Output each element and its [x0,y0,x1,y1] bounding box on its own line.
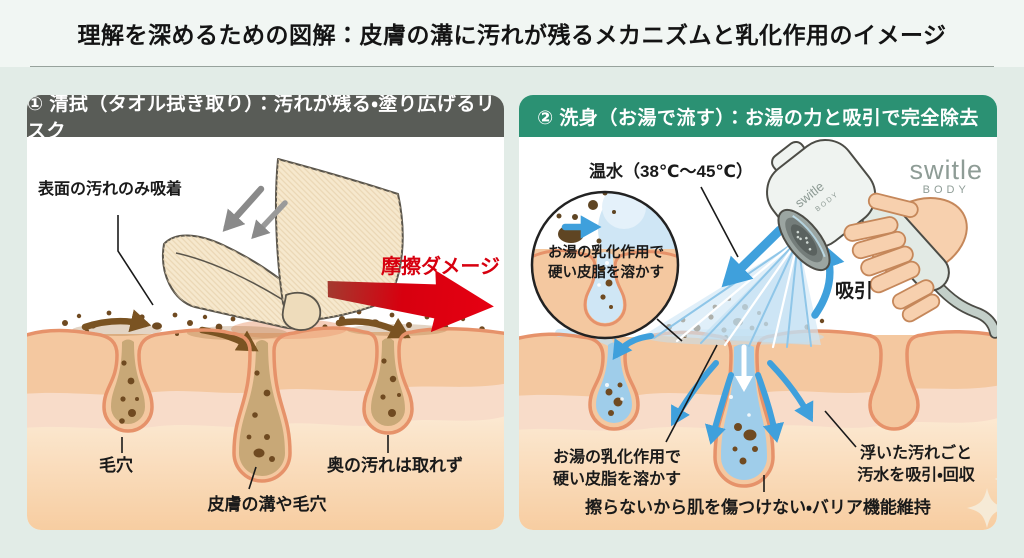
friction-arrow [327,270,494,333]
left-panel-illustration-area [27,137,504,530]
label-skin-groove-pore: 皮膚の溝や毛穴 [207,495,327,514]
page-title: 理解を深めるための図解：皮膚の溝に汚れが残るメカニズムと乳化作用のイメージ [77,22,947,48]
label-suction-collect: 浮いた汚れごと 汚水を吸引・回収 [857,445,975,484]
press-down-arrows [222,185,288,240]
right-panel-header: ② 洗身（お湯で流す）：お湯の力と吸引で完全除去 [519,95,997,137]
water-flow-arrows [612,225,814,445]
shower-head-device: switle BODY [766,138,997,339]
right-panel-header-text: ② 洗身（お湯で流す）：お湯の力と吸引で完全除去 [537,107,979,129]
left-panel-header-text: ① 清拭（タオル拭き取り）：汚れが残る・塗り広げるリスク [27,95,496,142]
label-emulsify-bottom: お湯の乳化作用で 硬い皮脂を溶かす [552,449,681,488]
skin-cross-section [519,297,997,530]
towel-wiping-illustration [27,158,504,530]
pointer-lines [665,186,857,492]
hose [933,281,997,337]
dirt-in-water [605,382,758,465]
label-surface-dirt-only: 表面の汚れのみ吸着 [38,181,183,198]
label-barrier-function: 擦らないから肌を傷つけない・バリア機能維持 [585,498,931,517]
nozzle [777,208,831,272]
brand-sub: BODY [922,184,970,196]
skin-outline [27,326,504,483]
label-friction-damage: 摩擦ダメージ [381,256,500,278]
brand-name: switle [909,155,983,185]
brand-logo: switle BODY [909,155,983,196]
towel-illustration [162,158,404,331]
sparkle-icon [967,477,997,528]
label-warm-water-temp: 温水（38℃〜45℃） [589,162,753,181]
label-pore: 毛穴 [99,456,133,475]
left-panel-wiping: ① 清拭（タオル拭き取り）：汚れが残る・塗り広げるリスク [27,95,504,530]
skin-cross-section [27,293,504,530]
right-panel-rinsing: ② 洗身（お湯で流す）：お湯の力と吸引で完全除去 [519,95,997,530]
left-panel-header: ① 清拭（タオル拭き取り）：汚れが残る・塗り広げるリスク [27,95,504,142]
skin-outline [519,329,997,488]
page-title-area: 理解を深めるための図解：皮膚の溝に汚れが残るメカニズムと乳化作用のイメージ [30,0,994,67]
water-rinse-illustration: switle BODY [519,138,997,530]
label-emulsify-inset: お湯の乳化作用で 硬い皮脂を溶かす [548,245,664,282]
water-spray [644,238,821,349]
label-suction: 吸引 [835,281,874,302]
right-panel-illustration-area: switle BODY [519,137,997,530]
pointer-lines [117,215,389,490]
label-deep-dirt-remains: 奥の汚れは取れず [327,456,463,475]
hand-fingers [843,192,941,323]
